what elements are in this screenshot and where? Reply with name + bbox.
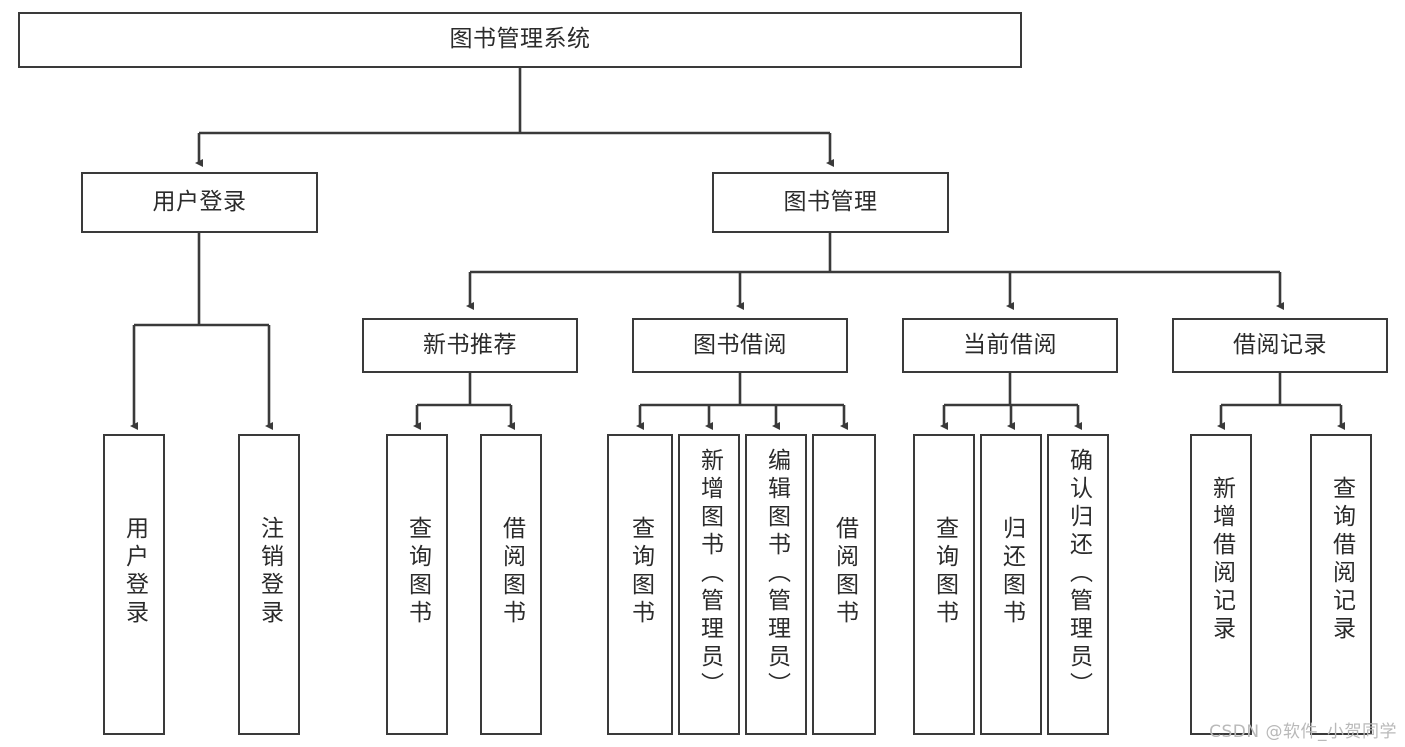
leaf-query-borrow-record[interactable]: 查询借阅记录 [1310,434,1372,735]
node-label: 用户登录 [121,516,148,628]
node-label: 归还图书 [998,516,1025,628]
node-label: 借阅记录 [1233,331,1327,358]
node-label: 新书推荐 [423,331,517,358]
node-label: 借阅图书 [498,516,525,628]
node-new-book-recommend[interactable]: 新书推荐 [362,318,578,373]
leaf-add-borrow-record[interactable]: 新增借阅记录 [1190,434,1252,735]
leaf-borrow-book[interactable]: 借阅图书 [812,434,876,735]
leaf-add-book-admin[interactable]: 新增图书（管理员） [678,434,740,735]
leaf-logout-login[interactable]: 注销登录 [238,434,300,735]
leaf-user-login[interactable]: 用户登录 [103,434,165,735]
node-borrow-record[interactable]: 借阅记录 [1172,318,1388,373]
leaf-borrow-book-recommend[interactable]: 借阅图书 [480,434,542,735]
leaf-query-book-borrow[interactable]: 查询图书 [607,434,673,735]
node-label: 图书管理系统 [449,26,591,53]
node-book-borrow[interactable]: 图书借阅 [632,318,848,373]
leaf-confirm-return-admin[interactable]: 确认归还（管理员） [1047,434,1109,735]
node-label: 查询图书 [931,516,958,628]
node-label: 用户登录 [152,188,247,215]
node-label: 图书借阅 [693,331,787,358]
node-label: 查询图书 [627,516,654,628]
csdn-watermark: CSDN @软件_小贺同学 [1209,722,1397,742]
node-label: 新增图书（管理员） [696,448,723,700]
node-label: 查询图书 [404,516,431,628]
node-label: 确认归还（管理员） [1065,448,1092,700]
leaf-query-book-current[interactable]: 查询图书 [913,434,975,735]
node-label: 新增借阅记录 [1208,476,1235,644]
node-label: 注销登录 [256,516,283,628]
node-label: 当前借阅 [963,331,1057,358]
node-label: 借阅图书 [831,516,858,628]
node-label: 查询借阅记录 [1328,476,1355,644]
node-current-borrow[interactable]: 当前借阅 [902,318,1118,373]
leaf-return-book[interactable]: 归还图书 [980,434,1042,735]
leaf-edit-book-admin[interactable]: 编辑图书（管理员） [745,434,807,735]
node-label: 编辑图书（管理员） [763,448,790,700]
node-root-book-management-system[interactable]: 图书管理系统 [18,12,1022,68]
node-book-management[interactable]: 图书管理 [712,172,949,233]
node-label: 图书管理 [783,188,878,215]
leaf-query-book-recommend[interactable]: 查询图书 [386,434,448,735]
node-user-login[interactable]: 用户登录 [81,172,318,233]
